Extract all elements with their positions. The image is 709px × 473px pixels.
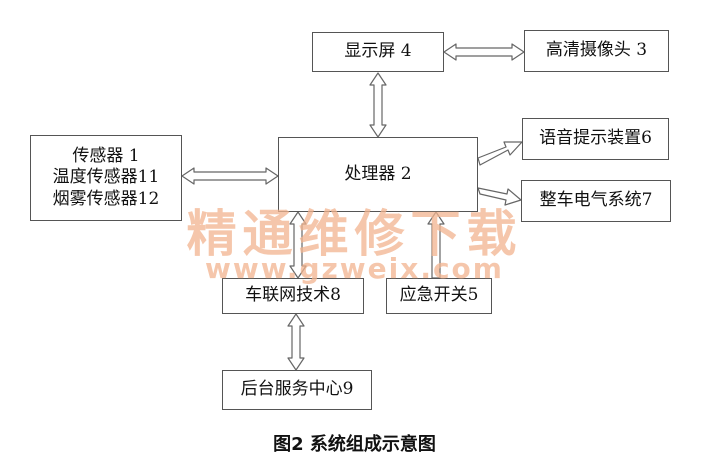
arrow-iov-service bbox=[287, 313, 305, 371]
arrow-processor-voice bbox=[477, 141, 523, 166]
service-center-label: 后台服务中心9 bbox=[240, 379, 354, 400]
voice-prompt-label: 语音提示装置6 bbox=[539, 128, 652, 149]
emergency-switch-node: 应急开关5 bbox=[386, 278, 492, 314]
camera-label: 高清摄像头 3 bbox=[545, 40, 648, 61]
arrow-display-camera bbox=[443, 43, 525, 61]
emergency-switch-label: 应急开关5 bbox=[399, 285, 479, 306]
smoke-sensor-label: 烟雾传感器12 bbox=[52, 188, 160, 209]
temperature-sensor-label: 温度传感器11 bbox=[52, 167, 160, 188]
arrow-switch-processor bbox=[427, 211, 445, 279]
vehicle-electric-label: 整车电气系统7 bbox=[539, 190, 653, 211]
processor-node: 处理器 2 bbox=[278, 137, 478, 212]
display-node: 显示屏 4 bbox=[312, 32, 444, 72]
display-label: 显示屏 4 bbox=[344, 41, 412, 62]
arrow-processor-vehicle bbox=[477, 187, 522, 206]
arrow-sensors-processor bbox=[181, 167, 279, 185]
figure-caption: 图2 系统组成示意图 bbox=[273, 434, 436, 455]
voice-prompt-node: 语音提示装置6 bbox=[522, 118, 669, 160]
sensors-node: 传感器 1 温度传感器11 烟雾传感器12 bbox=[30, 135, 182, 221]
camera-node: 高清摄像头 3 bbox=[524, 30, 669, 72]
iov-label: 车联网技术8 bbox=[245, 285, 341, 306]
iov-node: 车联网技术8 bbox=[222, 278, 364, 314]
sensor-label: 传感器 1 bbox=[72, 146, 140, 167]
vehicle-electric-node: 整车电气系统7 bbox=[521, 180, 671, 222]
arrow-display-processor bbox=[369, 72, 387, 138]
processor-label: 处理器 2 bbox=[344, 163, 412, 184]
arrow-processor-iov bbox=[289, 211, 307, 279]
service-center-node: 后台服务中心9 bbox=[222, 370, 372, 410]
